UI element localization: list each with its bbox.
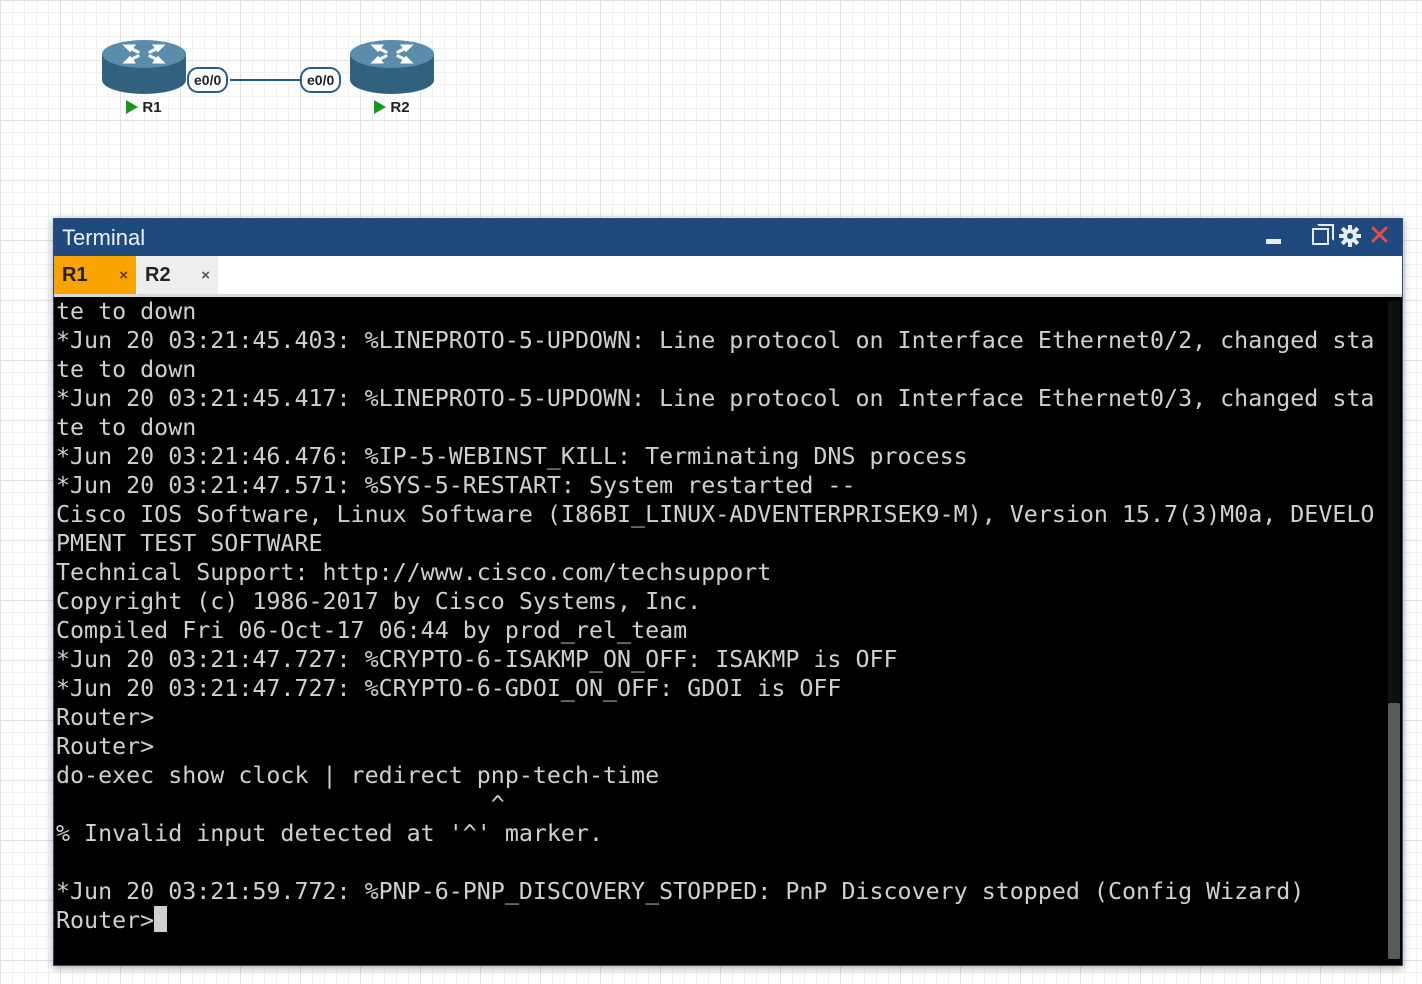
terminal-line: ^ <box>56 791 505 818</box>
terminal-line: te to down <box>56 298 197 325</box>
node-r2[interactable]: R2 <box>347 38 437 120</box>
tab-label: R2 <box>145 263 171 286</box>
terminal-line <box>56 848 1402 877</box>
terminal-titlebar[interactable]: Terminal <box>54 219 1402 256</box>
close-tab-icon[interactable]: × <box>119 266 128 284</box>
terminal-line: Router> <box>56 704 155 731</box>
terminal-title: Terminal <box>62 225 146 250</box>
node-label-r2: R2 <box>347 99 437 116</box>
router-icon <box>102 40 186 94</box>
minimize-icon[interactable] <box>1262 219 1288 256</box>
node-r1[interactable]: R1 <box>99 38 189 120</box>
tab-r2[interactable]: R2 × <box>136 256 218 294</box>
tab-label: R1 <box>62 263 88 286</box>
terminal-line: te to down <box>56 414 197 441</box>
terminal-line: % Invalid input detected at '^' marker. <box>56 820 604 847</box>
terminal-line: Cisco IOS Software, Linux Software (I86B… <box>56 501 1375 528</box>
terminal-window[interactable]: Terminal <box>53 218 1403 966</box>
running-icon <box>126 100 139 114</box>
terminal-line: Copyright (c) 1986-2017 by Cisco Systems… <box>56 588 702 615</box>
tab-r1[interactable]: R1 × <box>54 256 136 294</box>
terminal-line: te to down <box>56 356 197 383</box>
terminal-tabbar: R1 × R2 × <box>54 256 1402 297</box>
running-icon <box>374 100 387 114</box>
interface-label-r2[interactable]: e0/0 <box>300 67 342 93</box>
router-icon <box>350 40 434 94</box>
terminal-line: *Jun 20 03:21:47.727: %CRYPTO-6-ISAKMP_O… <box>56 646 898 673</box>
link-r1-r2[interactable] <box>230 79 304 81</box>
terminal-prompt: Router> <box>56 907 155 934</box>
gear-icon[interactable] <box>1338 219 1364 256</box>
terminal-cursor <box>154 906 168 932</box>
terminal-line: Technical Support: http://www.cisco.com/… <box>56 559 772 586</box>
terminal-line: *Jun 20 03:21:59.772: %PNP-6-PNP_DISCOVE… <box>56 878 1305 905</box>
terminal-prompt-line[interactable]: Router> <box>56 906 1402 935</box>
terminal-line: *Jun 20 03:21:45.403: %LINEPROTO-5-UPDOW… <box>56 327 1375 354</box>
terminal-output: te to down*Jun 20 03:21:45.403: %LINEPRO… <box>54 297 1402 935</box>
terminal-line: *Jun 20 03:21:46.476: %IP-5-WEBINST_KILL… <box>56 443 968 470</box>
interface-label-r1[interactable]: e0/0 <box>187 67 229 93</box>
scrollbar-thumb[interactable] <box>1388 703 1400 959</box>
node-label-r1: R1 <box>99 99 189 116</box>
maximize-icon[interactable] <box>1310 219 1336 256</box>
terminal-screen[interactable]: te to down*Jun 20 03:21:45.403: %LINEPRO… <box>54 297 1402 965</box>
close-tab-icon[interactable]: × <box>201 266 210 284</box>
terminal-line: *Jun 20 03:21:47.727: %CRYPTO-6-GDOI_ON_… <box>56 675 842 702</box>
terminal-line: *Jun 20 03:21:45.417: %LINEPROTO-5-UPDOW… <box>56 385 1375 412</box>
topology-canvas: R1 R2 e0/0 e0/0 <box>0 0 500 140</box>
terminal-line: Compiled Fri 06-Oct-17 06:44 by prod_rel… <box>56 617 688 644</box>
terminal-scrollbar[interactable] <box>1388 301 1400 959</box>
terminal-line: do-exec show clock | redirect pnp-tech-t… <box>56 762 660 789</box>
terminal-line: Router> <box>56 733 155 760</box>
terminal-line: PMENT TEST SOFTWARE <box>56 530 323 557</box>
terminal-line: *Jun 20 03:21:47.571: %SYS-5-RESTART: Sy… <box>56 472 856 499</box>
close-icon[interactable] <box>1368 219 1394 256</box>
